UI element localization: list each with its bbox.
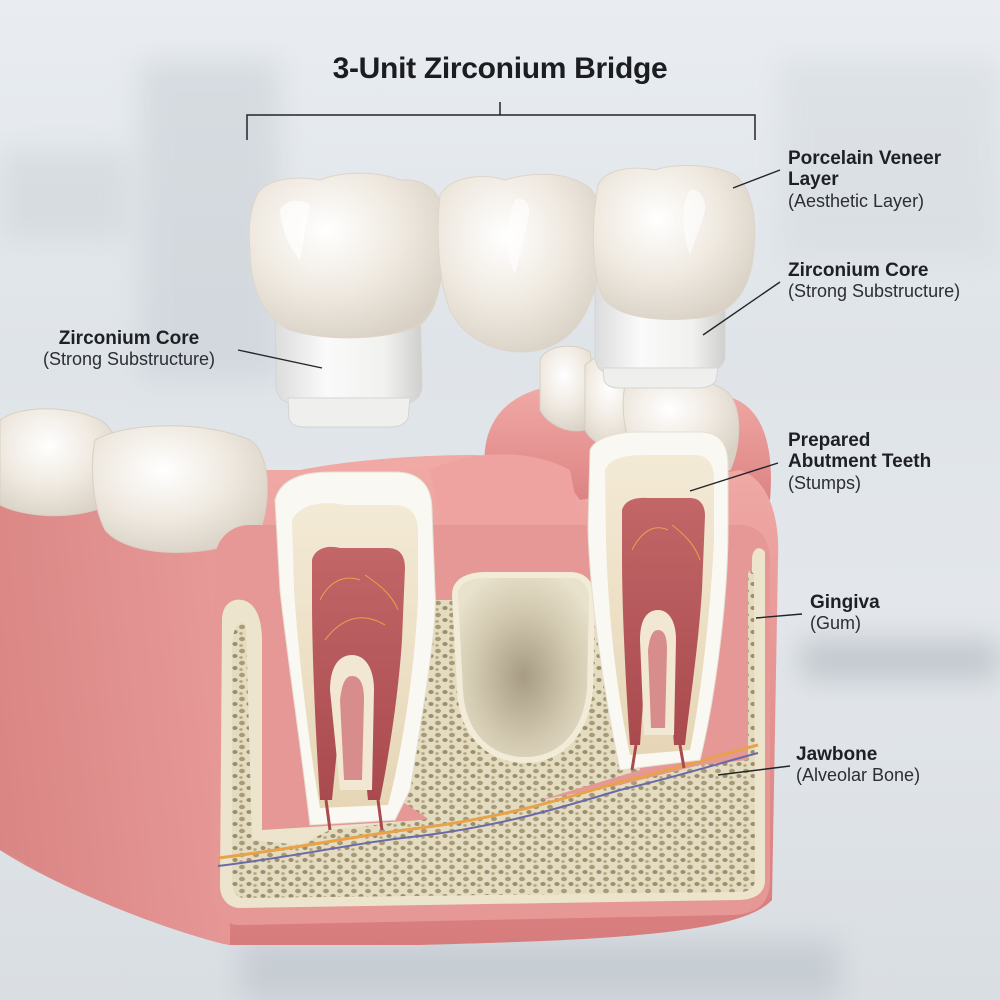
label-note: (Gum) xyxy=(810,613,861,634)
label-name: Layer xyxy=(788,169,839,191)
right-crown xyxy=(592,164,756,320)
leader-abutment xyxy=(689,462,779,492)
right-abutment-tooth xyxy=(587,431,729,771)
background-shape xyxy=(0,150,130,240)
label-zirconium-core-right: Zirconium Core (Strong Substructure) xyxy=(788,260,960,301)
gum-side-face xyxy=(0,466,230,945)
leader-porcelain xyxy=(732,169,781,189)
trabecular-bone xyxy=(232,571,755,898)
label-note: (Aesthetic Layer) xyxy=(788,190,925,211)
back-teeth-left xyxy=(0,408,268,553)
label-name: Zirconium Core xyxy=(788,260,929,281)
vessel-line xyxy=(217,752,759,867)
leader-lines xyxy=(237,169,803,776)
label-zirconium-core-left: Zirconium Core (Strong Substructure) xyxy=(14,328,244,369)
bridge-bracket xyxy=(246,102,756,140)
left-crown xyxy=(248,172,444,339)
diagram-title: 3-Unit Zirconium Bridge xyxy=(332,52,668,85)
label-name: Abutment Teeth xyxy=(788,451,932,473)
label-porcelain-veneer: Porcelain Veneer Layer (Aesthetic Layer) xyxy=(788,148,941,211)
nerve-line xyxy=(217,743,759,860)
label-note: (Alveolar Bone) xyxy=(796,765,921,786)
label-note: (Strong Substructure) xyxy=(788,281,961,302)
background-shape xyxy=(800,640,1000,680)
leader-gingiva xyxy=(755,613,803,619)
label-name: Jawbone xyxy=(796,744,878,765)
leader-core-left xyxy=(237,349,323,369)
crown-highlight xyxy=(683,189,706,255)
leader-jawbone xyxy=(717,765,791,776)
empty-socket xyxy=(451,572,596,764)
label-gingiva: Gingiva (Gum) xyxy=(810,592,880,633)
label-jawbone: Jawbone (Alveolar Bone) xyxy=(796,744,920,785)
label-name: Gingiva xyxy=(810,592,880,613)
label-note: (Strong Substructure) xyxy=(42,349,216,370)
label-name: Prepared xyxy=(788,430,871,451)
label-name: Zirconium Core xyxy=(58,328,200,349)
leader-core-right xyxy=(702,281,781,336)
label-name: Porcelain Veneer xyxy=(788,148,942,169)
background-shape xyxy=(780,60,1000,260)
label-abutment-teeth: Prepared Abutment Teeth (Stumps) xyxy=(788,430,931,493)
left-abutment-tooth xyxy=(274,471,436,831)
crown-highlight xyxy=(507,199,530,275)
background-shape xyxy=(240,940,840,1000)
label-note: (Stumps) xyxy=(788,472,862,493)
crown-highlight xyxy=(280,200,310,260)
